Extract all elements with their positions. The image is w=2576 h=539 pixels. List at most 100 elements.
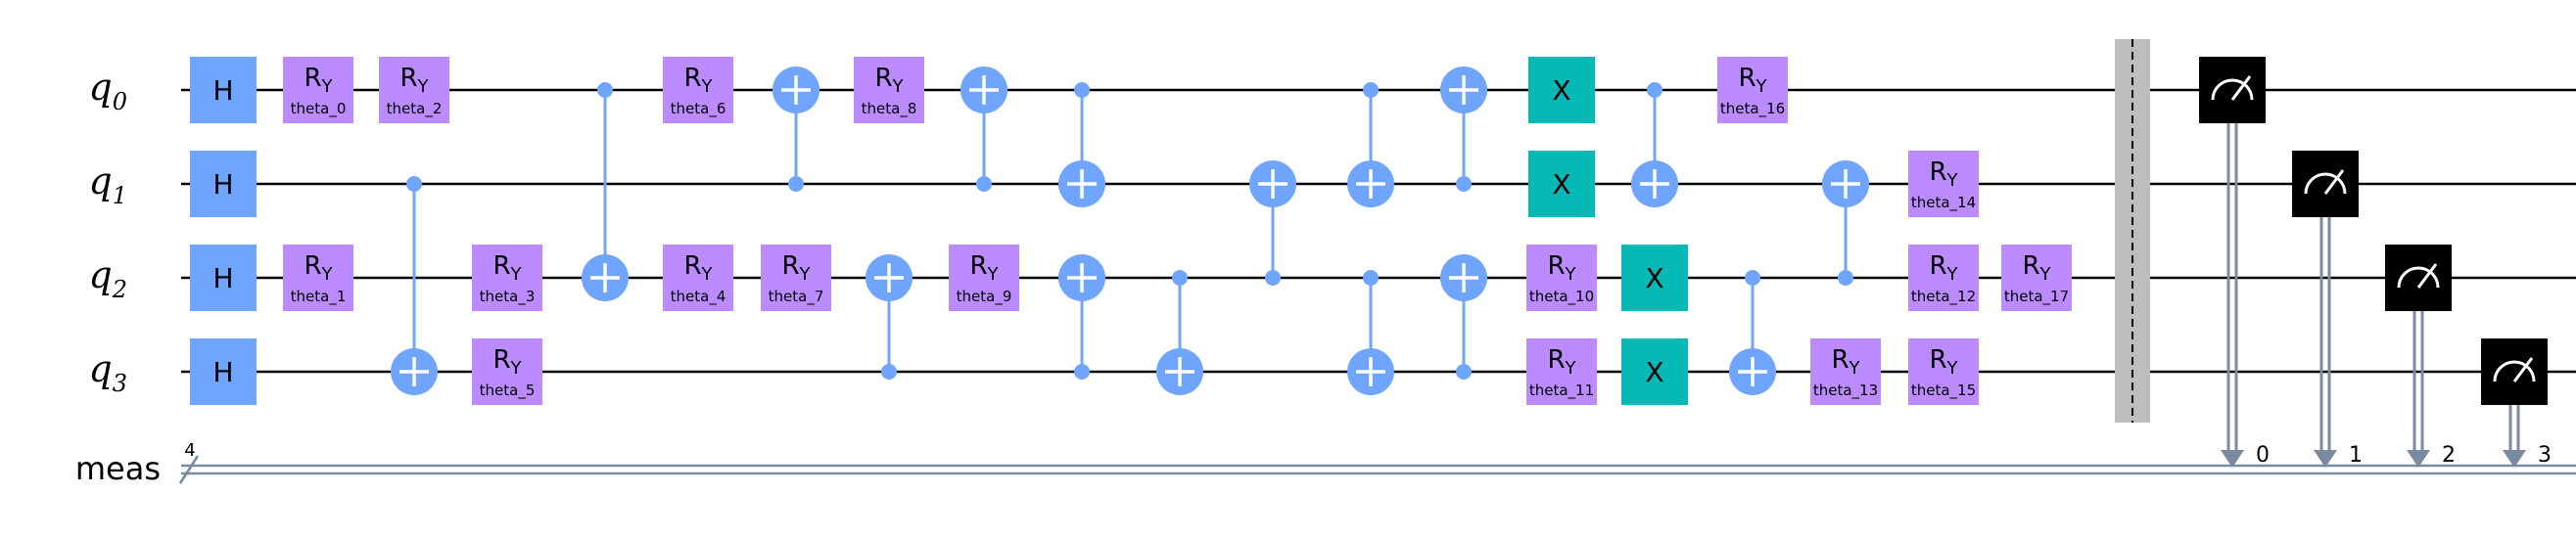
ry-gate	[663, 57, 733, 123]
ry-gate-parameter: theta_13	[1813, 382, 1878, 400]
cnot-control-dot	[1074, 364, 1090, 380]
meter-icon	[2397, 266, 2440, 289]
ry-gate-symbol: RY	[683, 64, 713, 97]
pauli-x-gate	[1621, 338, 1688, 405]
ry-gate	[1908, 338, 1979, 405]
hadamard-gate	[190, 338, 257, 405]
ry-gate-parameter: theta_10	[1529, 288, 1594, 306]
meter-needle-icon	[2323, 169, 2345, 195]
ry-gate-parameter: theta_9	[957, 288, 1012, 306]
meter-icon	[2304, 172, 2347, 195]
measure-gate	[2385, 245, 2452, 311]
ry-gate-parameter: theta_6	[671, 100, 726, 118]
measure-bit-label: 3	[2538, 443, 2552, 468]
measure-arrow	[2407, 450, 2430, 468]
ry-gate-symbol: RY	[1929, 157, 1958, 191]
ry-gate-parameter: theta_0	[291, 100, 347, 118]
cnot-control-dot	[1074, 82, 1090, 98]
register-labels: q0 q1 q2 q3 meas 4	[75, 66, 196, 487]
ry-gate	[663, 245, 733, 311]
cnot-control-dot	[788, 176, 804, 192]
measure-bit-label: 2	[2442, 443, 2456, 468]
ry-gate-symbol: RY	[492, 251, 522, 285]
classical-register-label: meas	[75, 450, 161, 487]
meter-needle-icon	[2512, 357, 2534, 382]
measure-bit-label: 0	[2256, 443, 2270, 468]
hadamard-gate-label: H	[212, 356, 233, 388]
ry-gate-parameter: theta_17	[2004, 288, 2069, 306]
ry-gate-symbol: RY	[874, 64, 904, 97]
ry-gate-symbol: RY	[781, 251, 811, 285]
ry-gate	[854, 57, 924, 123]
cnot-control-dot	[1456, 364, 1472, 380]
hadamard-gate	[190, 245, 257, 311]
meter-icon	[2493, 360, 2536, 382]
hadamard-gate	[190, 151, 257, 217]
cnot-control-dot	[1172, 270, 1188, 286]
ry-gate	[1908, 151, 1979, 217]
pauli-x-gate-label: X	[1645, 356, 1663, 388]
ry-gate-parameter: theta_3	[480, 288, 536, 306]
measure-gate	[2292, 151, 2359, 217]
ry-gate	[472, 245, 542, 311]
ry-gate-symbol: RY	[1929, 345, 1958, 379]
pauli-x-gate	[1528, 57, 1595, 123]
ry-gate	[1717, 57, 1788, 123]
ry-gate	[1810, 338, 1881, 405]
ry-gate-symbol: RY	[1929, 251, 1958, 285]
ry-gate-symbol: RY	[1831, 345, 1860, 379]
ry-gate	[949, 245, 1019, 311]
cnot-control-dot	[976, 176, 992, 192]
ry-gate	[1908, 245, 1979, 311]
hadamard-gate-label: H	[212, 262, 233, 294]
ry-gate	[379, 57, 449, 123]
cnot-control-dot	[1456, 176, 1472, 192]
hadamard-gate-label: H	[212, 168, 233, 201]
measure-arrow	[2503, 450, 2526, 468]
cnot-control-dot	[1647, 82, 1663, 98]
ry-gate	[283, 245, 353, 311]
ry-gate	[283, 57, 353, 123]
classical-bundle-slash	[178, 455, 200, 484]
ry-gate-parameter: theta_7	[769, 288, 824, 306]
cnot-control-dot	[1838, 270, 1853, 286]
ry-gate-symbol: RY	[683, 251, 713, 285]
cnot-control-dot	[406, 176, 422, 192]
ry-gate-symbol: RY	[304, 251, 333, 285]
measure-arrow	[2221, 450, 2244, 468]
ry-gate	[1526, 245, 1597, 311]
ry-gate-symbol: RY	[304, 64, 333, 97]
pauli-x-gate-label: X	[1645, 262, 1663, 294]
measure-bit-label: 1	[2349, 443, 2363, 468]
ry-gate-parameter: theta_14	[1911, 194, 1976, 212]
qubit-label-q1: q1	[88, 159, 127, 209]
qubit-label-q2: q2	[88, 253, 127, 303]
ry-gate-parameter: theta_11	[1529, 382, 1594, 400]
cnot-control-dot	[1265, 270, 1281, 286]
cnot-control-dot	[1363, 82, 1379, 98]
measure-arrow	[2314, 450, 2337, 468]
classical-register-width: 4	[184, 440, 195, 461]
ry-gate-symbol: RY	[399, 64, 429, 97]
measure-gate	[2481, 338, 2548, 405]
ry-gate	[472, 338, 542, 405]
ry-gate-symbol: RY	[492, 345, 522, 379]
ry-gate	[761, 245, 831, 311]
cnot-control-dot	[1745, 270, 1760, 286]
hadamard-gate	[190, 57, 257, 123]
ry-gate-parameter: theta_12	[1911, 288, 1976, 306]
meter-needle-icon	[2230, 75, 2252, 101]
cnot-control-dot	[881, 364, 897, 380]
qubit-label-q3: q3	[88, 347, 127, 397]
cnot-control-dot	[1363, 270, 1379, 286]
cnot-control-dot	[597, 82, 613, 98]
ry-gate	[1526, 338, 1597, 405]
ry-gate-parameter: theta_1	[291, 288, 347, 306]
pauli-x-gate	[1621, 245, 1688, 311]
ry-gate-symbol: RY	[1547, 251, 1576, 285]
ry-gate-parameter: theta_5	[480, 382, 536, 400]
measure-gate	[2199, 57, 2266, 123]
ry-gate-parameter: theta_8	[862, 100, 917, 118]
ry-gate-symbol: RY	[2022, 251, 2051, 285]
